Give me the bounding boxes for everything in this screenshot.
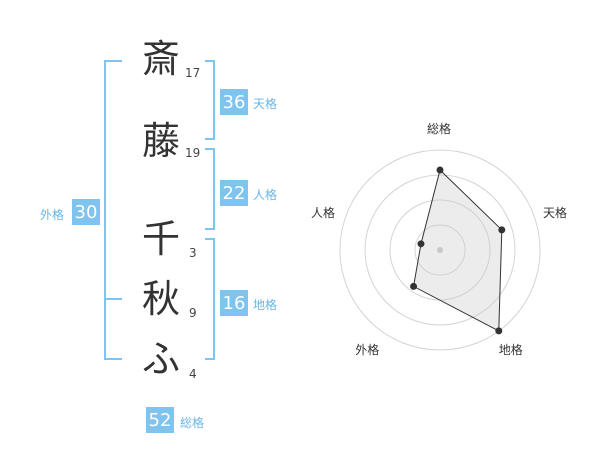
gaikaku-label: 外格 [40, 208, 65, 222]
jinkaku-label: 人格 [253, 188, 278, 202]
jinkaku-badge: 22 [220, 180, 248, 206]
radar-point-3 [410, 282, 418, 290]
name-char-4: 秋 [141, 277, 180, 321]
gaikaku-badge: 30 [72, 199, 100, 225]
tenkaku-badge: 36 [220, 89, 248, 115]
chikaku-label: 地格 [253, 298, 278, 312]
radar-axis-label-2: 地格 [498, 342, 523, 357]
name-char-3: 千 [141, 217, 180, 261]
name-char-5: ふ [141, 337, 180, 381]
radar-series-polygon [412, 169, 503, 332]
stroke-count-2: 19 [185, 146, 201, 160]
tenkaku-bracket-vertical [213, 60, 215, 140]
soukaku-badge: 52 [146, 407, 174, 433]
tenkaku-label: 天格 [253, 97, 278, 111]
jinkaku-bracket-bottom [205, 228, 215, 230]
tenkaku-bracket-top [205, 60, 215, 62]
radar-ring-4 [339, 149, 541, 351]
gaikaku-bracket-top [104, 60, 122, 62]
jinkaku-bracket-vertical [213, 148, 215, 230]
chikaku-bracket-vertical [213, 238, 215, 360]
radar-ring-3 [364, 174, 516, 326]
tenkaku-bracket-bottom [205, 138, 215, 140]
chikaku-bracket-top [205, 238, 215, 240]
radar-point-2 [495, 327, 503, 335]
radar-axis-label-3: 外格 [355, 342, 380, 357]
stroke-count-4: 9 [189, 306, 197, 320]
radar-point-4 [417, 240, 425, 248]
radar-center-dot [437, 247, 443, 253]
soukaku-label: 総格 [180, 416, 205, 430]
chikaku-bracket-bottom [205, 358, 215, 360]
radar-ring-1 [414, 224, 466, 276]
radar-point-0 [436, 166, 444, 174]
jinkaku-bracket-top [205, 148, 215, 150]
gaikaku-bracket-bottom [104, 358, 122, 360]
radar-axis-label-0: 総格 [427, 122, 452, 136]
radar-chart [339, 149, 541, 351]
radar-axis-label-4: 人格 [310, 206, 335, 221]
stroke-count-5: 4 [189, 367, 197, 381]
radar-point-1 [498, 226, 506, 234]
stroke-count-3: 3 [189, 246, 197, 260]
radar-axis-label-1: 天格 [543, 206, 568, 221]
chikaku-badge: 16 [220, 290, 248, 316]
name-char-2: 藤 [141, 119, 180, 163]
gaikaku-bracket-vertical [104, 60, 106, 360]
gaikaku-bracket-mid [104, 298, 122, 300]
name-char-1: 斎 [141, 37, 180, 81]
stroke-count-1: 17 [185, 66, 201, 80]
